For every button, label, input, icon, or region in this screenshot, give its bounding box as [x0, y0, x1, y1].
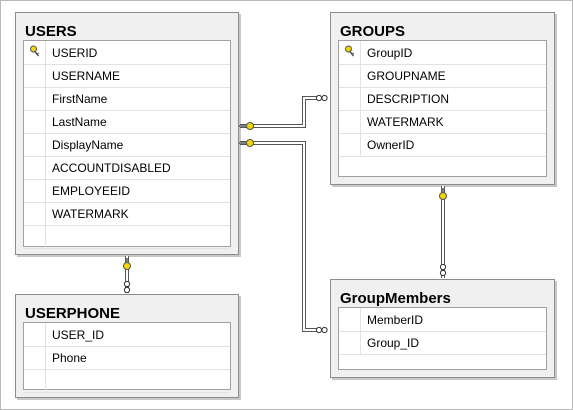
- row-selector: [24, 110, 46, 133]
- column-row[interactable]: EMPLOYEEID: [24, 179, 230, 203]
- table-userphone[interactable]: USERPHONE USER_ID Phone: [15, 294, 239, 398]
- row-selector: [339, 110, 361, 133]
- table-title: GroupMembers: [340, 290, 451, 307]
- empty-column-row[interactable]: [24, 225, 230, 249]
- row-selector: [24, 346, 46, 369]
- column-name: USERNAME: [52, 68, 121, 83]
- primary-key-icon: [29, 44, 41, 62]
- table-groups[interactable]: GROUPS GroupID GROUPNAME DESCRIPTION WATERM…: [330, 12, 555, 185]
- row-selector: [24, 369, 46, 392]
- infinity-icon: [439, 263, 447, 277]
- column-name: Group_ID: [367, 335, 420, 350]
- column-name: USERID: [52, 45, 98, 60]
- row-selector: [24, 87, 46, 110]
- column-name: DESCRIPTION: [367, 91, 450, 106]
- row-selector: [24, 202, 46, 225]
- column-name: ACCOUNTDISABLED: [52, 160, 171, 175]
- row-selector: [24, 133, 46, 156]
- column-row[interactable]: GROUPNAME: [339, 64, 546, 88]
- infinity-icon: [315, 94, 328, 102]
- column-name: GroupID: [367, 45, 413, 60]
- column-row[interactable]: ACCOUNTDISABLED: [24, 156, 230, 180]
- column-name: FirstName: [52, 91, 108, 106]
- column-row[interactable]: FirstName: [24, 87, 230, 111]
- column-name: DisplayName: [52, 137, 124, 152]
- column-name: GROUPNAME: [367, 68, 446, 83]
- row-selector: [339, 64, 361, 87]
- table-groupmembers[interactable]: GroupMembers MemberID Group_ID: [330, 279, 555, 378]
- row-selector: [24, 156, 46, 179]
- column-name: LastName: [52, 114, 107, 129]
- column-name: EMPLOYEEID: [52, 183, 131, 198]
- table-columns: GroupID GROUPNAME DESCRIPTION WATERMARK Owne…: [338, 40, 547, 177]
- column-row[interactable]: USERID: [24, 41, 230, 65]
- row-selector: [24, 41, 46, 64]
- primary-key-icon: [344, 44, 356, 62]
- relationship-users-groups[interactable]: [240, 96, 320, 128]
- column-name: Phone: [52, 350, 87, 365]
- column-row[interactable]: USERNAME: [24, 64, 230, 88]
- key-icon: [239, 122, 254, 130]
- empty-column-row[interactable]: [24, 369, 230, 393]
- column-row[interactable]: LastName: [24, 110, 230, 134]
- column-row[interactable]: WATERMARK: [339, 110, 546, 134]
- table-columns: USER_ID Phone: [23, 322, 231, 393]
- column-row[interactable]: USER_ID: [24, 323, 230, 347]
- column-name: USER_ID: [52, 327, 105, 342]
- row-selector: [24, 179, 46, 202]
- column-row[interactable]: DisplayName: [24, 133, 230, 157]
- row-selector: [24, 64, 46, 87]
- key-icon: [239, 139, 254, 147]
- column-name: WATERMARK: [52, 206, 129, 221]
- table-columns: MemberID Group_ID: [338, 307, 547, 370]
- table-title: GROUPS: [340, 23, 406, 40]
- row-selector: [339, 331, 361, 354]
- row-selector: [339, 41, 361, 64]
- row-selector: [339, 133, 361, 156]
- column-name: WATERMARK: [367, 114, 444, 129]
- column-row[interactable]: GroupID: [339, 41, 546, 65]
- table-title: USERS: [25, 23, 77, 40]
- key-icon: [123, 258, 131, 270]
- table-title: USERPHONE: [25, 305, 121, 322]
- row-selector: [24, 323, 46, 346]
- column-name: MemberID: [367, 312, 424, 327]
- column-row[interactable]: MemberID: [339, 308, 546, 332]
- row-selector: [339, 87, 361, 110]
- infinity-icon: [315, 326, 328, 334]
- column-row[interactable]: DESCRIPTION: [339, 87, 546, 111]
- row-selector: [24, 225, 46, 248]
- column-row[interactable]: Phone: [24, 346, 230, 370]
- column-row[interactable]: OwnerID: [339, 133, 546, 157]
- relationship-users-groupmembers[interactable]: [240, 141, 320, 332]
- column-row[interactable]: Group_ID: [339, 331, 546, 355]
- column-row[interactable]: WATERMARK: [24, 202, 230, 226]
- row-selector: [339, 308, 361, 331]
- infinity-icon: [123, 280, 131, 294]
- key-icon: [439, 188, 447, 200]
- column-name: OwnerID: [367, 137, 415, 152]
